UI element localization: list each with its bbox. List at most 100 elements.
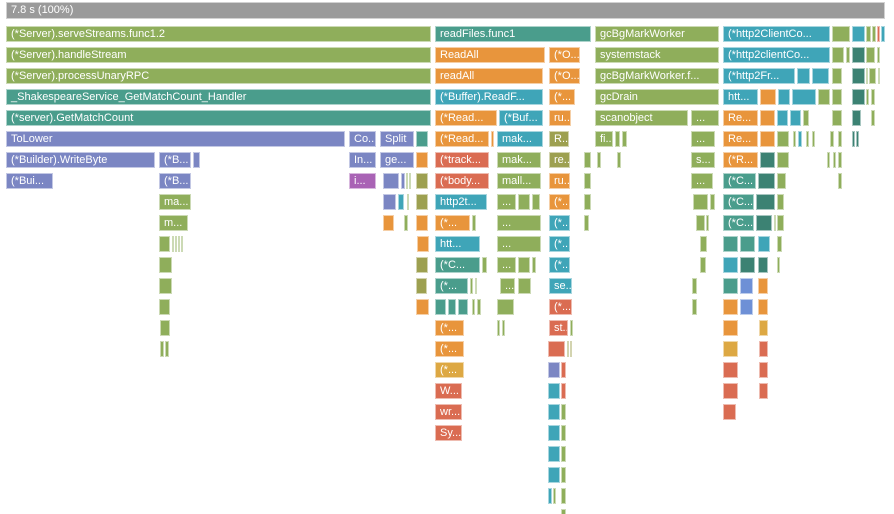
flame-block[interactable]: (*Server).handleStream (6, 47, 431, 63)
flame-cell[interactable] (693, 194, 708, 210)
flame-block[interactable]: (*C... (723, 194, 754, 210)
flame-cell[interactable] (448, 299, 456, 315)
flame-block[interactable]: (*R... (723, 152, 758, 168)
flame-cell[interactable] (723, 341, 738, 357)
flame-cell[interactable] (477, 299, 481, 315)
flame-block[interactable]: (*Read... (435, 131, 489, 147)
flame-cell[interactable] (416, 194, 428, 210)
flame-cell[interactable] (812, 68, 829, 84)
flame-cell[interactable] (723, 362, 738, 378)
flame-cell[interactable] (856, 131, 859, 147)
flame-block[interactable]: mall... (497, 173, 541, 189)
flame-cell[interactable] (760, 152, 775, 168)
flame-cell[interactable] (866, 26, 871, 42)
flame-cell[interactable] (470, 278, 473, 294)
flame-cell[interactable] (790, 110, 801, 126)
flame-cell[interactable] (497, 299, 514, 315)
flame-cell[interactable] (518, 278, 531, 294)
flame-block[interactable]: se... (549, 278, 572, 294)
flame-cell[interactable] (792, 89, 816, 105)
flame-cell[interactable] (193, 152, 200, 168)
flame-cell[interactable] (398, 194, 404, 210)
flame-cell[interactable] (852, 47, 865, 63)
flame-cell[interactable] (866, 47, 875, 63)
flame-cell[interactable] (723, 236, 738, 252)
flame-block[interactable]: re... (549, 152, 570, 168)
flame-cell[interactable] (871, 89, 875, 105)
flame-cell[interactable] (584, 152, 591, 168)
flame-block[interactable]: Sy... (435, 425, 462, 441)
flame-block[interactable]: st... (549, 320, 568, 336)
flame-block[interactable]: (*... (549, 89, 575, 105)
flame-cell[interactable] (818, 89, 830, 105)
flame-cell[interactable] (723, 278, 738, 294)
flame-block[interactable]: (*http2Fr... (723, 68, 795, 84)
flame-block[interactable]: ... (691, 173, 713, 189)
flame-cell[interactable] (417, 236, 429, 252)
flame-block[interactable]: W... (435, 383, 462, 399)
flame-cell[interactable] (759, 320, 768, 336)
flame-cell[interactable] (416, 278, 427, 294)
flame-block[interactable]: (*... (435, 320, 464, 336)
flame-cell[interactable] (172, 236, 174, 252)
flame-cell[interactable] (852, 89, 865, 105)
flame-block[interactable]: Re... (723, 131, 758, 147)
flame-cell[interactable] (404, 215, 408, 231)
flame-cell[interactable] (852, 68, 865, 84)
flame-cell[interactable] (502, 320, 505, 336)
flame-block[interactable]: ... (497, 257, 516, 273)
flame-block[interactable]: ru... (549, 173, 570, 189)
flame-cell[interactable] (877, 26, 880, 42)
flame-block[interactable]: ReadAll (435, 47, 545, 63)
flame-block[interactable]: gcBgMarkWorker (595, 26, 719, 42)
flame-cell[interactable] (696, 215, 705, 231)
flame-cell[interactable] (830, 131, 834, 147)
flame-cell[interactable] (615, 131, 620, 147)
flame-block[interactable]: (*C... (435, 257, 480, 273)
flame-block[interactable]: ... (691, 131, 715, 147)
flame-cell[interactable] (548, 404, 560, 420)
flame-cell[interactable] (561, 488, 566, 504)
flame-block[interactable]: (*... (549, 236, 570, 252)
flame-block[interactable]: ... (497, 194, 516, 210)
flame-block[interactable]: Re... (723, 110, 758, 126)
flame-block[interactable]: gcDrain (595, 89, 719, 105)
flame-cell[interactable] (159, 278, 172, 294)
flame-cell[interactable] (159, 236, 170, 252)
flame-cell[interactable] (758, 173, 775, 189)
flame-cell[interactable] (692, 299, 697, 315)
flame-cell[interactable] (570, 341, 572, 357)
flame-block[interactable]: (*Builder).WriteByte (6, 152, 155, 168)
flame-cell[interactable] (852, 131, 855, 147)
flame-block[interactable]: systemstack (595, 47, 719, 63)
flame-block[interactable]: (*B... (159, 173, 191, 189)
flame-cell[interactable] (852, 26, 865, 42)
flame-block[interactable]: (*... (549, 299, 572, 315)
flame-cell[interactable] (416, 152, 428, 168)
flame-cell[interactable] (878, 68, 880, 84)
flame-block[interactable]: mak... (497, 152, 541, 168)
flame-block[interactable]: ToLower (6, 131, 345, 147)
flame-cell[interactable] (416, 299, 429, 315)
flame-cell[interactable] (723, 257, 738, 273)
flame-cell[interactable] (872, 26, 876, 42)
flame-block[interactable]: (*C... (723, 215, 754, 231)
flame-cell[interactable] (756, 194, 775, 210)
flame-block[interactable]: ru... (549, 110, 571, 126)
flame-cell[interactable] (532, 257, 536, 273)
flame-cell[interactable] (567, 341, 569, 357)
flame-cell[interactable] (777, 194, 784, 210)
flame-cell[interactable] (756, 215, 772, 231)
flame-cell[interactable] (548, 383, 560, 399)
flame-block[interactable]: ... (497, 236, 541, 252)
flame-cell[interactable] (497, 320, 500, 336)
flame-cell[interactable] (832, 26, 850, 42)
flame-block[interactable]: (*B... (159, 152, 191, 168)
flame-block[interactable]: (*body... (435, 173, 489, 189)
flame-cell[interactable] (561, 362, 566, 378)
flame-cell[interactable] (416, 257, 428, 273)
flame-block[interactable]: http2t... (435, 194, 487, 210)
flame-cell[interactable] (803, 110, 809, 126)
flame-cell[interactable] (869, 68, 876, 84)
flame-block[interactable]: (*Buf... (499, 110, 543, 126)
